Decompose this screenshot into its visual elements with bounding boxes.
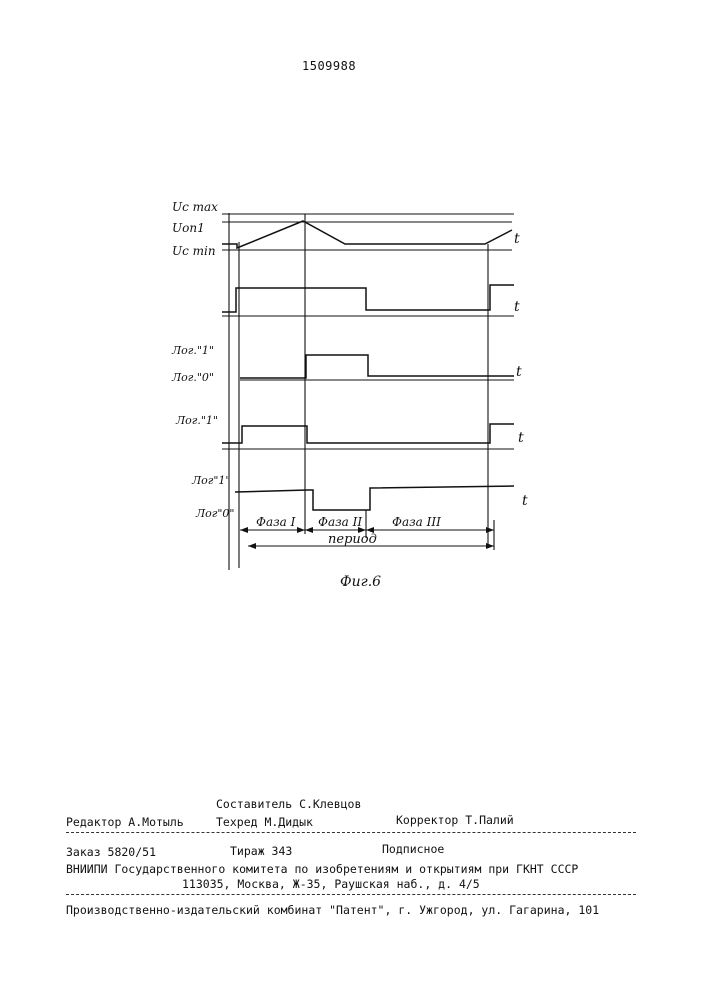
phase-label-1: Фаза I (256, 515, 296, 529)
phase-label-2: Фаза II (318, 515, 362, 529)
trace3-signal (240, 355, 514, 378)
circulation-line: Тираж 343 (230, 844, 292, 858)
publisher-line: Производственно-издательский комбинат "П… (66, 903, 599, 917)
techred-line: Техред М.Дидык (216, 815, 313, 829)
label-log0-a: Лог."0" (171, 371, 214, 384)
label-log0-c: Лог"0" (195, 507, 234, 520)
time-symbol-2: t (514, 299, 520, 315)
period-label: период (328, 532, 377, 547)
address-line: 113035, Москва, Ж-35, Раушская наб., д. … (182, 877, 480, 891)
order-line: Заказ 5820/51 (66, 845, 156, 859)
timing-diagram: Uc max Uоп1 Uc min Лог."1" Лог."0" Лог."… (0, 0, 707, 620)
trace5-signal (235, 486, 514, 510)
compiler-line: Составитель С.Клевцов (216, 797, 361, 811)
label-uc-max: Uc max (172, 200, 218, 214)
corrector-line: Корректор Т.Палий (396, 813, 514, 827)
voltage-trace (222, 221, 512, 248)
label-uc-min: Uc min (172, 244, 216, 258)
subscription-line: Подписное (382, 842, 444, 856)
footer-divider-top (66, 832, 636, 833)
editor-line: Редактор А.Мотыль (66, 815, 184, 829)
figure-caption: Фиг.6 (340, 574, 381, 590)
label-uon: Uоп1 (172, 221, 205, 235)
time-symbol-1: t (514, 231, 520, 247)
trace4-signal (222, 424, 514, 443)
label-log1-c: Лог"1" (191, 474, 230, 487)
time-symbol-4: t (518, 430, 524, 446)
time-symbol-3: t (516, 364, 522, 380)
phase-label-3: Фаза III (392, 515, 441, 529)
time-symbol-5: t (522, 493, 528, 509)
label-log1-a: Лог."1" (171, 344, 214, 357)
footer-divider-bottom (66, 894, 636, 895)
vniipi-line: ВНИИПИ Государственного комитета по изоб… (66, 862, 578, 876)
label-log1-b: Лог."1" (175, 414, 218, 427)
trace2-signal (222, 285, 514, 312)
